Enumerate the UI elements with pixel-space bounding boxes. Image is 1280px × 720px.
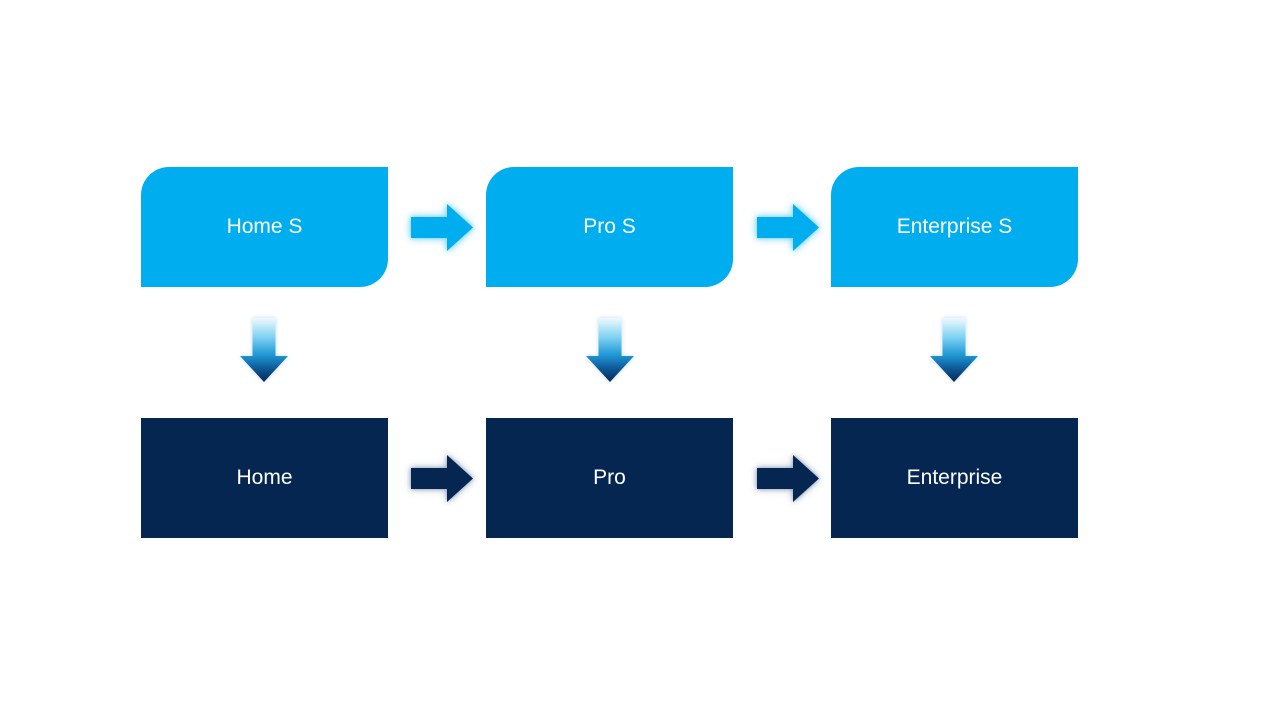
stage-box-label: Pro S xyxy=(583,215,636,239)
stage-box-enterprise-s: Enterprise S xyxy=(831,167,1078,287)
stage-box-label: Home xyxy=(236,466,293,490)
down-arrow-icon xyxy=(240,318,288,382)
down-arrow-icon xyxy=(586,318,634,382)
stage-box-label: Home S xyxy=(226,215,303,239)
down-arrow-icon xyxy=(930,318,978,382)
stage-box-home: Home xyxy=(141,418,388,538)
stage-box-home-s: Home S xyxy=(141,167,388,287)
right-arrow-icon xyxy=(757,204,819,251)
stage-box-enterprise: Enterprise xyxy=(831,418,1078,538)
stage-box-label: Pro xyxy=(593,466,626,490)
stage-box-label: Enterprise S xyxy=(896,215,1013,239)
stage-box-pro-s: Pro S xyxy=(486,167,733,287)
stage-box-pro: Pro xyxy=(486,418,733,538)
stage-box-label: Enterprise xyxy=(906,466,1003,490)
right-arrow-icon xyxy=(411,455,473,502)
right-arrow-icon xyxy=(411,204,473,251)
right-arrow-icon xyxy=(757,455,819,502)
